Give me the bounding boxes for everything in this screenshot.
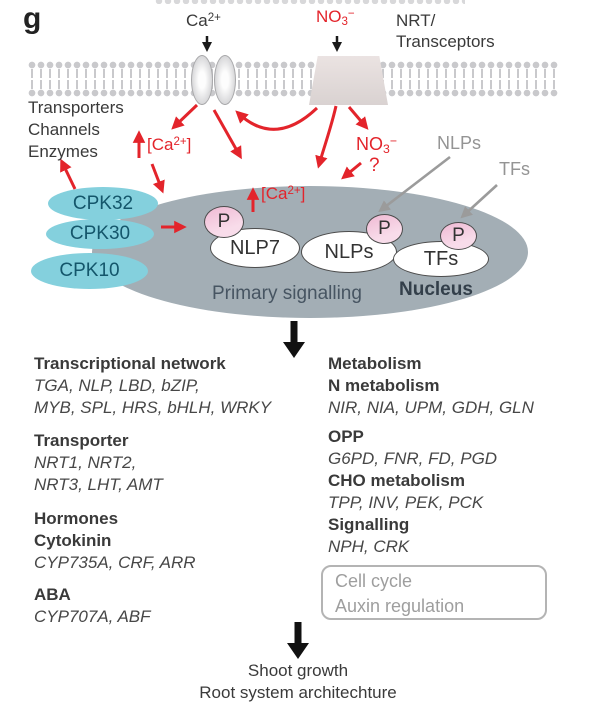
gene-block-cho: CHO metabolism TPP, INV, PEK, PCK bbox=[328, 471, 484, 512]
gene-block-transcriptional: Transcriptional network TGA, NLP, LBD, b… bbox=[34, 354, 272, 417]
phospho-badge-nlp7: P bbox=[204, 206, 244, 238]
cpk10-ellipse: CPK10 bbox=[31, 253, 148, 289]
gene-block-opp: OPP G6PD, FNR, FD, PGD bbox=[328, 427, 498, 468]
nucleus-label: Nucleus bbox=[399, 279, 473, 300]
arrow-transceptor-to-nucleus bbox=[315, 105, 338, 169]
outcome-text: Shoot growth Root system architechture bbox=[199, 661, 397, 702]
arrow-channel-to-nucleus bbox=[212, 109, 242, 160]
primary-signalling-caption: Primary signalling bbox=[212, 283, 362, 304]
ca-ion-label: Ca2+ bbox=[186, 11, 221, 30]
panel-label: g bbox=[23, 2, 42, 35]
gene-block-signalling: Signalling NPH, CRK bbox=[328, 515, 410, 556]
phospho-badge-tfs: P bbox=[440, 222, 477, 250]
arrow-transceptor-to-channel bbox=[235, 106, 319, 131]
nitrate-transceptor bbox=[309, 56, 388, 105]
calcium-channel-right bbox=[214, 55, 236, 105]
nlps-outside-label: NLPs bbox=[437, 133, 482, 153]
lipid-heads-top bbox=[28, 61, 558, 69]
arrow-ca-to-cpk bbox=[150, 163, 165, 194]
gene-block-metabolism: Metabolism N metabolism NIR, NIA, UPM, G… bbox=[328, 354, 534, 417]
lipid-heads-bottom bbox=[28, 89, 558, 97]
arrow-channel-downleft bbox=[171, 103, 199, 130]
gene-block-hormones: Hormones Cytokinin CYP735A, CRF, ARR bbox=[34, 509, 196, 572]
cpk30-ellipse: CPK30 bbox=[46, 219, 154, 249]
lipid-tails-top bbox=[28, 69, 558, 78]
ca-concentration-left: [Ca2+] bbox=[147, 135, 192, 154]
lipid-tails-bottom bbox=[28, 80, 558, 89]
arrow-genes-to-outcome bbox=[287, 622, 309, 659]
phospho-badge-nlps: P bbox=[366, 214, 403, 244]
tfs-ellipse: TFs bbox=[393, 241, 489, 277]
plasma-membrane bbox=[28, 61, 558, 99]
arrow-nucleus-to-genes bbox=[283, 321, 305, 358]
cell-cycle-box: Cell cycle Auxin regulation bbox=[321, 565, 547, 620]
no3-ion-label: NO3− bbox=[316, 7, 355, 29]
membrane-strip-top bbox=[155, 0, 465, 4]
arrow-transceptor-to-no3 bbox=[347, 106, 369, 130]
gene-block-aba: ABA CYP707A, ABF bbox=[34, 585, 151, 626]
receptor-label: NRT/ Transceptors bbox=[396, 11, 495, 51]
question-mark: ? bbox=[369, 155, 380, 176]
arrow-cpk-to-enzymes bbox=[60, 158, 77, 190]
gene-block-transporter: Transporter NRT1, NRT2, NRT3, LHT, AMT bbox=[34, 431, 163, 494]
tfs-outside-label: TFs bbox=[499, 159, 530, 179]
membrane-protein-labels: Transporters Channels Enzymes bbox=[28, 98, 124, 161]
no3-internal-label: NO3− bbox=[356, 133, 397, 157]
cpk32-ellipse: CPK32 bbox=[48, 187, 158, 220]
ca-concentration-nucleus: [Ca2+] bbox=[261, 184, 306, 203]
calcium-channel-left bbox=[191, 55, 213, 105]
arrow-no3-to-nucleus bbox=[341, 161, 362, 180]
